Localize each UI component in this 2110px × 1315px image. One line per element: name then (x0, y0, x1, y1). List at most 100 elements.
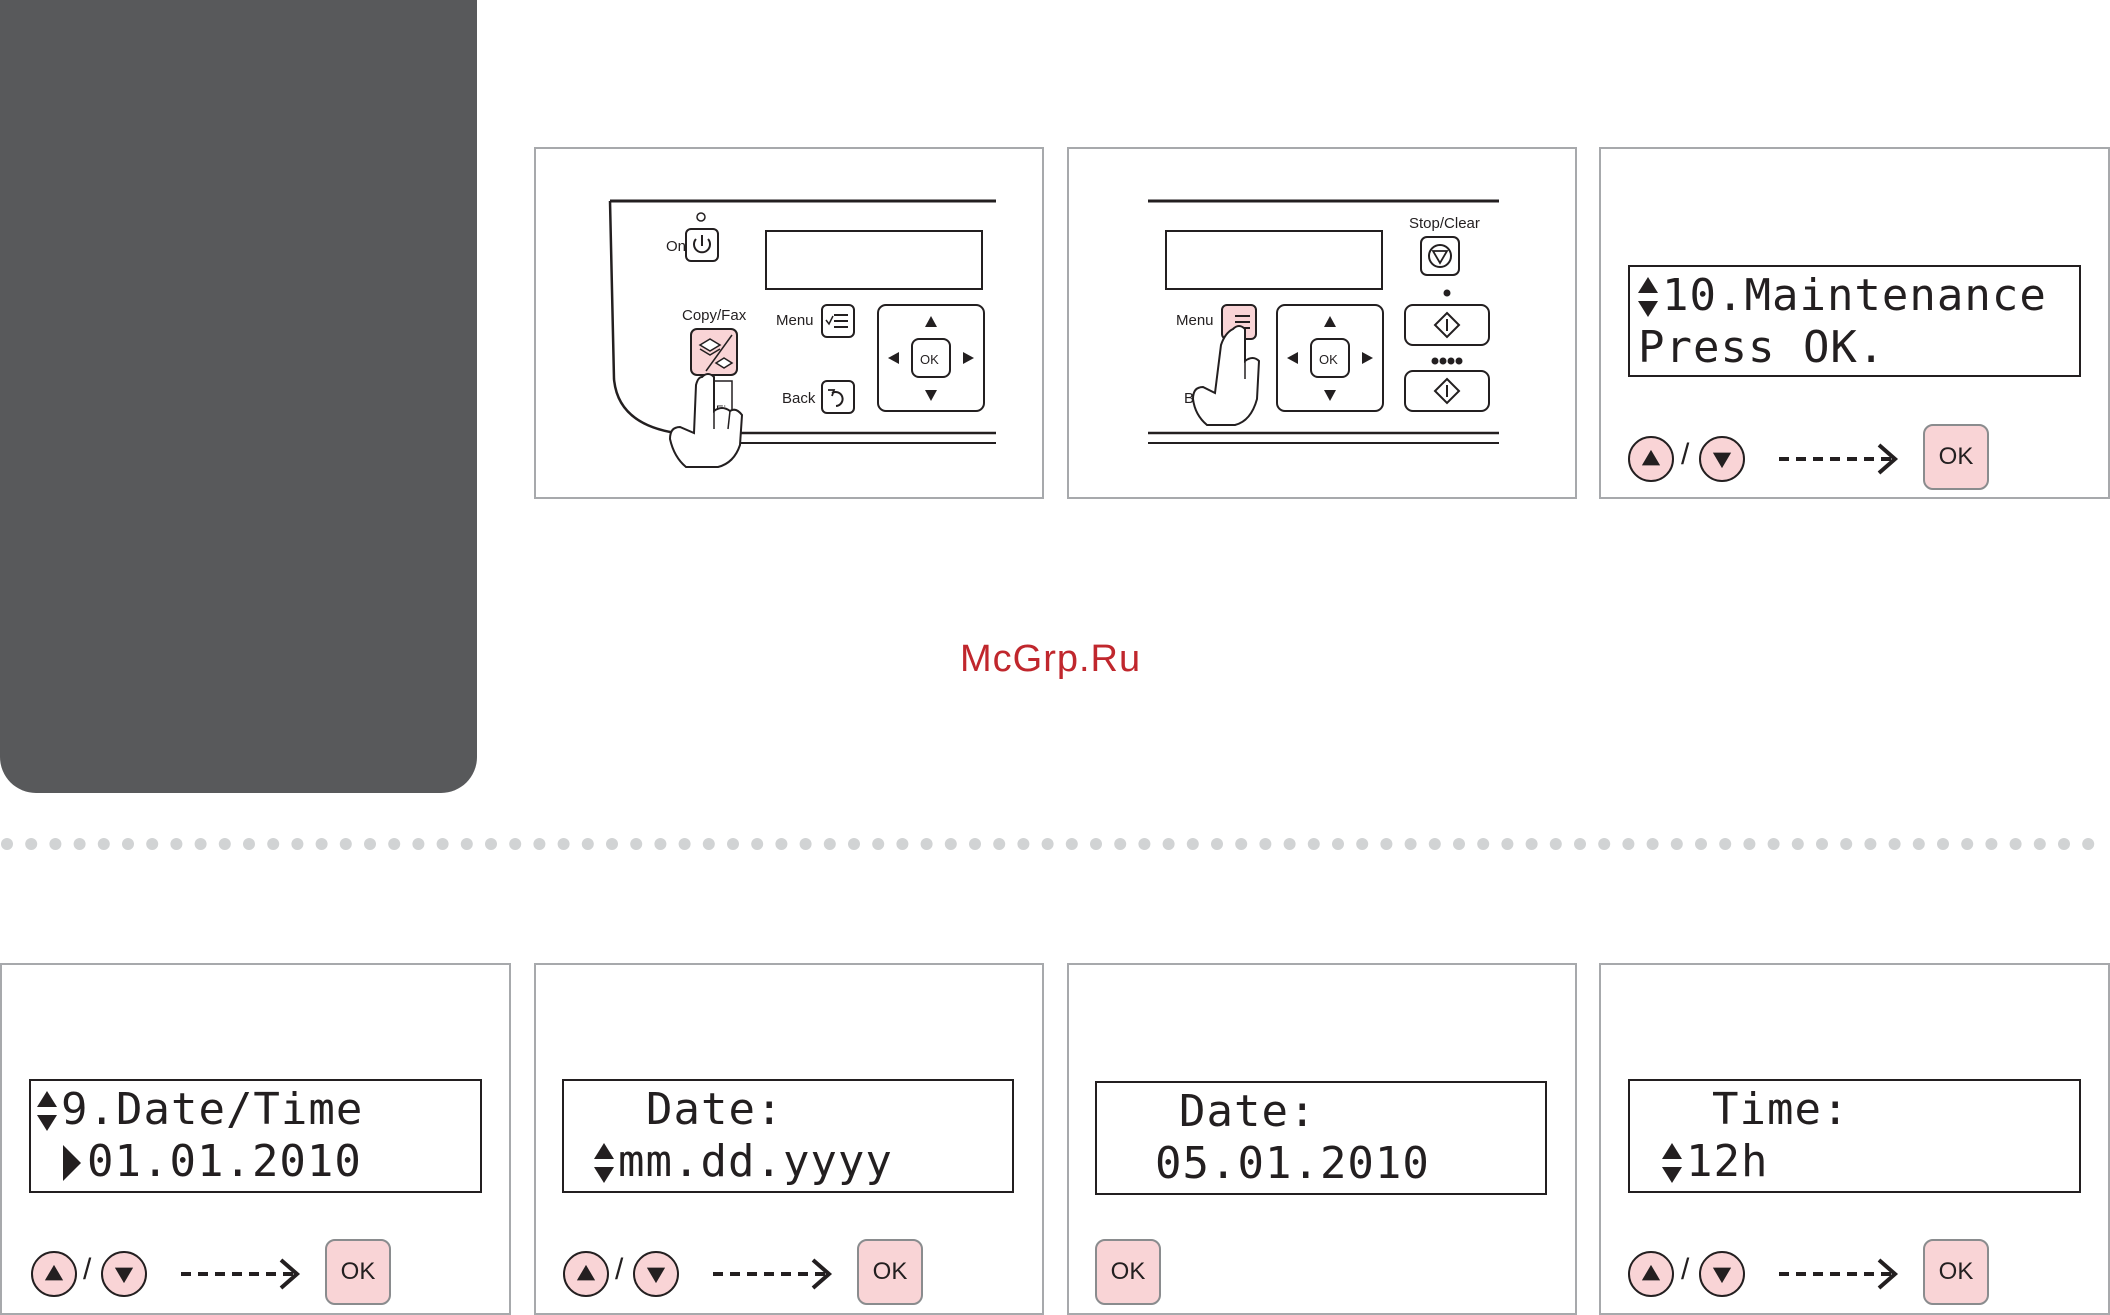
separator-dot (170, 838, 182, 850)
lcd-line-2: Press OK. (1638, 323, 1885, 373)
separator-dot (945, 838, 957, 850)
separator-dot (654, 838, 666, 850)
separator-dot (1187, 838, 1199, 850)
step-panel-datetime: 9.Date/Time 01.01.2010 / OK (0, 963, 511, 1315)
separator-dot (1090, 838, 1102, 850)
dashed-arrow-icon (179, 1254, 305, 1294)
separator-dot (993, 838, 1005, 850)
menu-label: Menu (1176, 312, 1214, 329)
separator-dot (1671, 838, 1683, 850)
dotted-separator (0, 837, 2110, 851)
back-icon[interactable] (822, 381, 854, 413)
ok-button[interactable]: OK (1923, 424, 1989, 490)
lcd-line-2: 05.01.2010 (1155, 1139, 1430, 1189)
separator-dot (775, 838, 787, 850)
up-arrow-icon[interactable] (1628, 1251, 1674, 1297)
ok-button[interactable]: OK (1923, 1239, 1989, 1305)
separator-dot (1574, 838, 1586, 850)
separator-dot (388, 838, 400, 850)
ok-button[interactable]: OK (1095, 1239, 1161, 1305)
separator-dot (703, 838, 715, 850)
separator-dot (509, 838, 521, 850)
down-arrow-icon[interactable] (1699, 436, 1745, 482)
down-arrow-icon[interactable] (633, 1251, 679, 1297)
separator-dot (896, 838, 908, 850)
lcd-screen: Date: mm.dd.yyyy (562, 1079, 1014, 1193)
separator-dot (1332, 838, 1344, 850)
separator-dot (291, 838, 303, 850)
separator-dot (630, 838, 642, 850)
separator-dot (74, 838, 86, 850)
separator-dot (1211, 838, 1223, 850)
copyfax-label: Copy/Fax (682, 307, 747, 324)
down-arrow-icon[interactable] (1699, 1251, 1745, 1297)
cursor-arrow-icon (61, 1143, 83, 1183)
lcd-line-1: Date: (646, 1085, 783, 1135)
separator-dot (800, 838, 812, 850)
separator-dot (1259, 838, 1271, 850)
separator-dot (1598, 838, 1610, 850)
separator-dot (1380, 838, 1392, 850)
step-panel-time-format: Time: 12h / OK (1599, 963, 2110, 1315)
watermark-text: McGrp.Ru (960, 638, 1141, 681)
separator-dot (267, 838, 279, 850)
separator-dot (2082, 838, 2094, 850)
separator-dot (1308, 838, 1320, 850)
pointing-hand-icon (1193, 326, 1259, 425)
separator-dot (1913, 838, 1925, 850)
ok-button[interactable]: OK (857, 1239, 923, 1305)
up-arrow-icon[interactable] (1628, 436, 1674, 482)
start-icon[interactable] (1405, 305, 1489, 345)
separator-dot (1816, 838, 1828, 850)
up-arrow-icon[interactable] (31, 1251, 77, 1297)
separator-dot (1501, 838, 1513, 850)
separator-dot (316, 838, 328, 850)
separator-dot (727, 838, 739, 850)
separator-dot (1889, 838, 1901, 850)
ok-button[interactable]: OK (325, 1239, 391, 1305)
up-down-arrow-icon (1636, 275, 1660, 319)
separator-dot (751, 838, 763, 850)
separator-dot (49, 838, 61, 850)
separator-dot (1526, 838, 1538, 850)
separator-dot (98, 838, 110, 850)
separator-dot (1840, 838, 1852, 850)
separator-dot (1961, 838, 1973, 850)
lcd-line-1: 10.Maintenance (1662, 271, 2047, 321)
back-label: Back (782, 390, 816, 407)
separator-dot (1, 838, 13, 850)
separator-dot (1284, 838, 1296, 850)
lcd-line-2: 12h (1686, 1137, 1768, 1187)
dashed-arrow-icon (1777, 439, 1903, 479)
menu-label: Menu (776, 312, 814, 329)
separator-dot (219, 838, 231, 850)
separator-dot (1647, 838, 1659, 850)
separator-dot (533, 838, 545, 850)
slash-separator: / (1681, 438, 1689, 472)
separator-dot (1356, 838, 1368, 850)
separator-dot (25, 838, 37, 850)
separator-dot (1405, 838, 1417, 850)
power-icon[interactable] (686, 229, 718, 261)
slash-separator: / (615, 1253, 623, 1287)
separator-dot (606, 838, 618, 850)
separator-dot (1477, 838, 1489, 850)
separator-dot (1985, 838, 1997, 850)
separator-dot (1066, 838, 1078, 850)
separator-dot (1138, 838, 1150, 850)
separator-dot (195, 838, 207, 850)
step-panel-date-value: Date: 05.01.2010 OK (1067, 963, 1577, 1315)
lcd-screen: 10.Maintenance Press OK. (1628, 265, 2081, 377)
separator-dot (122, 838, 134, 850)
start-icon[interactable] (1405, 371, 1489, 411)
stop-icon[interactable] (1421, 237, 1459, 275)
menu-list-icon[interactable] (822, 305, 854, 337)
separator-dot (1743, 838, 1755, 850)
separator-dot (582, 838, 594, 850)
up-down-arrow-icon (35, 1089, 59, 1133)
lcd-line-2: 01.01.2010 (87, 1137, 362, 1187)
copy-fax-icon[interactable] (691, 329, 737, 375)
down-arrow-icon[interactable] (101, 1251, 147, 1297)
separator-dot (146, 838, 158, 850)
up-arrow-icon[interactable] (563, 1251, 609, 1297)
